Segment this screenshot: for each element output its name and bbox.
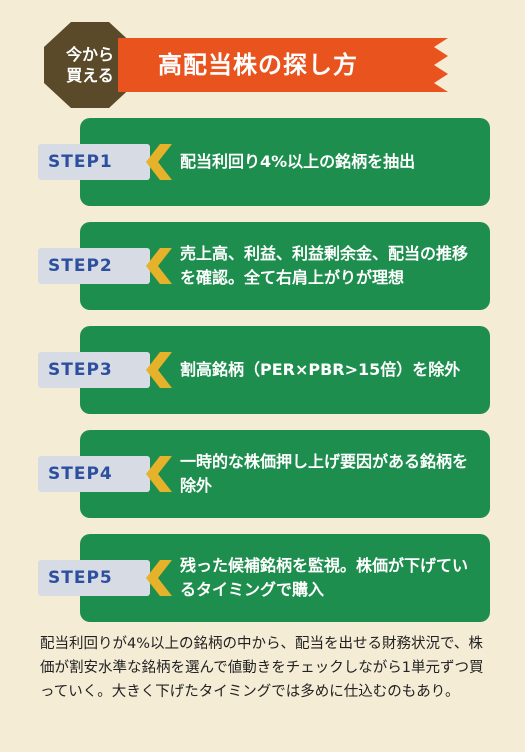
step-description: 割高銘柄（PER×PBR>15倍）を除外 xyxy=(180,360,461,379)
step-description: 残った候補銘柄を監視。株価が下げているタイミングで購入 xyxy=(180,556,469,599)
step-label: STEP4 xyxy=(38,456,150,492)
step-row-2: STEP2 売上高、利益、利益剰余金、配当の推移を確認。全て右肩上がりが理想 xyxy=(38,222,490,310)
step-label: STEP3 xyxy=(38,352,150,388)
step-description: 売上高、利益、利益剰余金、配当の推移を確認。全て右肩上がりが理想 xyxy=(180,244,469,287)
chevron-left-icon xyxy=(146,248,172,284)
step-row-4: STEP4 一時的な株価押し上げ要因がある銘柄を除外 xyxy=(38,430,490,518)
summary-paragraph: 配当利回りが4%以上の銘柄の中から、配当を出せる財務状況で、株価が割安水準な銘柄… xyxy=(40,636,484,700)
step-description: 配当利回り4%以上の銘柄を抽出 xyxy=(180,152,416,171)
badge-line-2: 買える xyxy=(66,66,114,85)
step-text: 一時的な株価押し上げ要因がある銘柄を除外 xyxy=(180,430,480,518)
header-badge: 今から 買える xyxy=(44,22,136,108)
chevron-left-icon xyxy=(146,456,172,492)
badge-line-1: 今から xyxy=(65,45,114,64)
step-text: 割高銘柄（PER×PBR>15倍）を除外 xyxy=(180,326,480,414)
badge-text: 今から 買える xyxy=(44,44,136,86)
step-description: 一時的な株価押し上げ要因がある銘柄を除外 xyxy=(180,452,469,495)
chevron-left-icon xyxy=(146,352,172,388)
step-row-5: STEP5 残った候補銘柄を監視。株価が下げているタイミングで購入 xyxy=(38,534,490,622)
step-text: 配当利回り4%以上の銘柄を抽出 xyxy=(180,118,480,206)
step-label: STEP5 xyxy=(38,560,150,596)
step-row-3: STEP3 割高銘柄（PER×PBR>15倍）を除外 xyxy=(38,326,490,414)
step-row-1: STEP1 配当利回り4%以上の銘柄を抽出 xyxy=(38,118,490,206)
badge-octagon-shape xyxy=(44,22,136,108)
chevron-left-icon xyxy=(146,560,172,596)
page-title: 高配当株の探し方 xyxy=(158,51,358,79)
step-label: STEP2 xyxy=(38,248,150,284)
step-text: 残った候補銘柄を監視。株価が下げているタイミングで購入 xyxy=(180,534,480,622)
step-label: STEP1 xyxy=(38,144,150,180)
step-text: 売上高、利益、利益剰余金、配当の推移を確認。全て右肩上がりが理想 xyxy=(180,222,480,310)
title-banner: 高配当株の探し方 xyxy=(118,38,448,92)
chevron-left-icon xyxy=(146,144,172,180)
title-ribbon-shape xyxy=(118,38,448,92)
